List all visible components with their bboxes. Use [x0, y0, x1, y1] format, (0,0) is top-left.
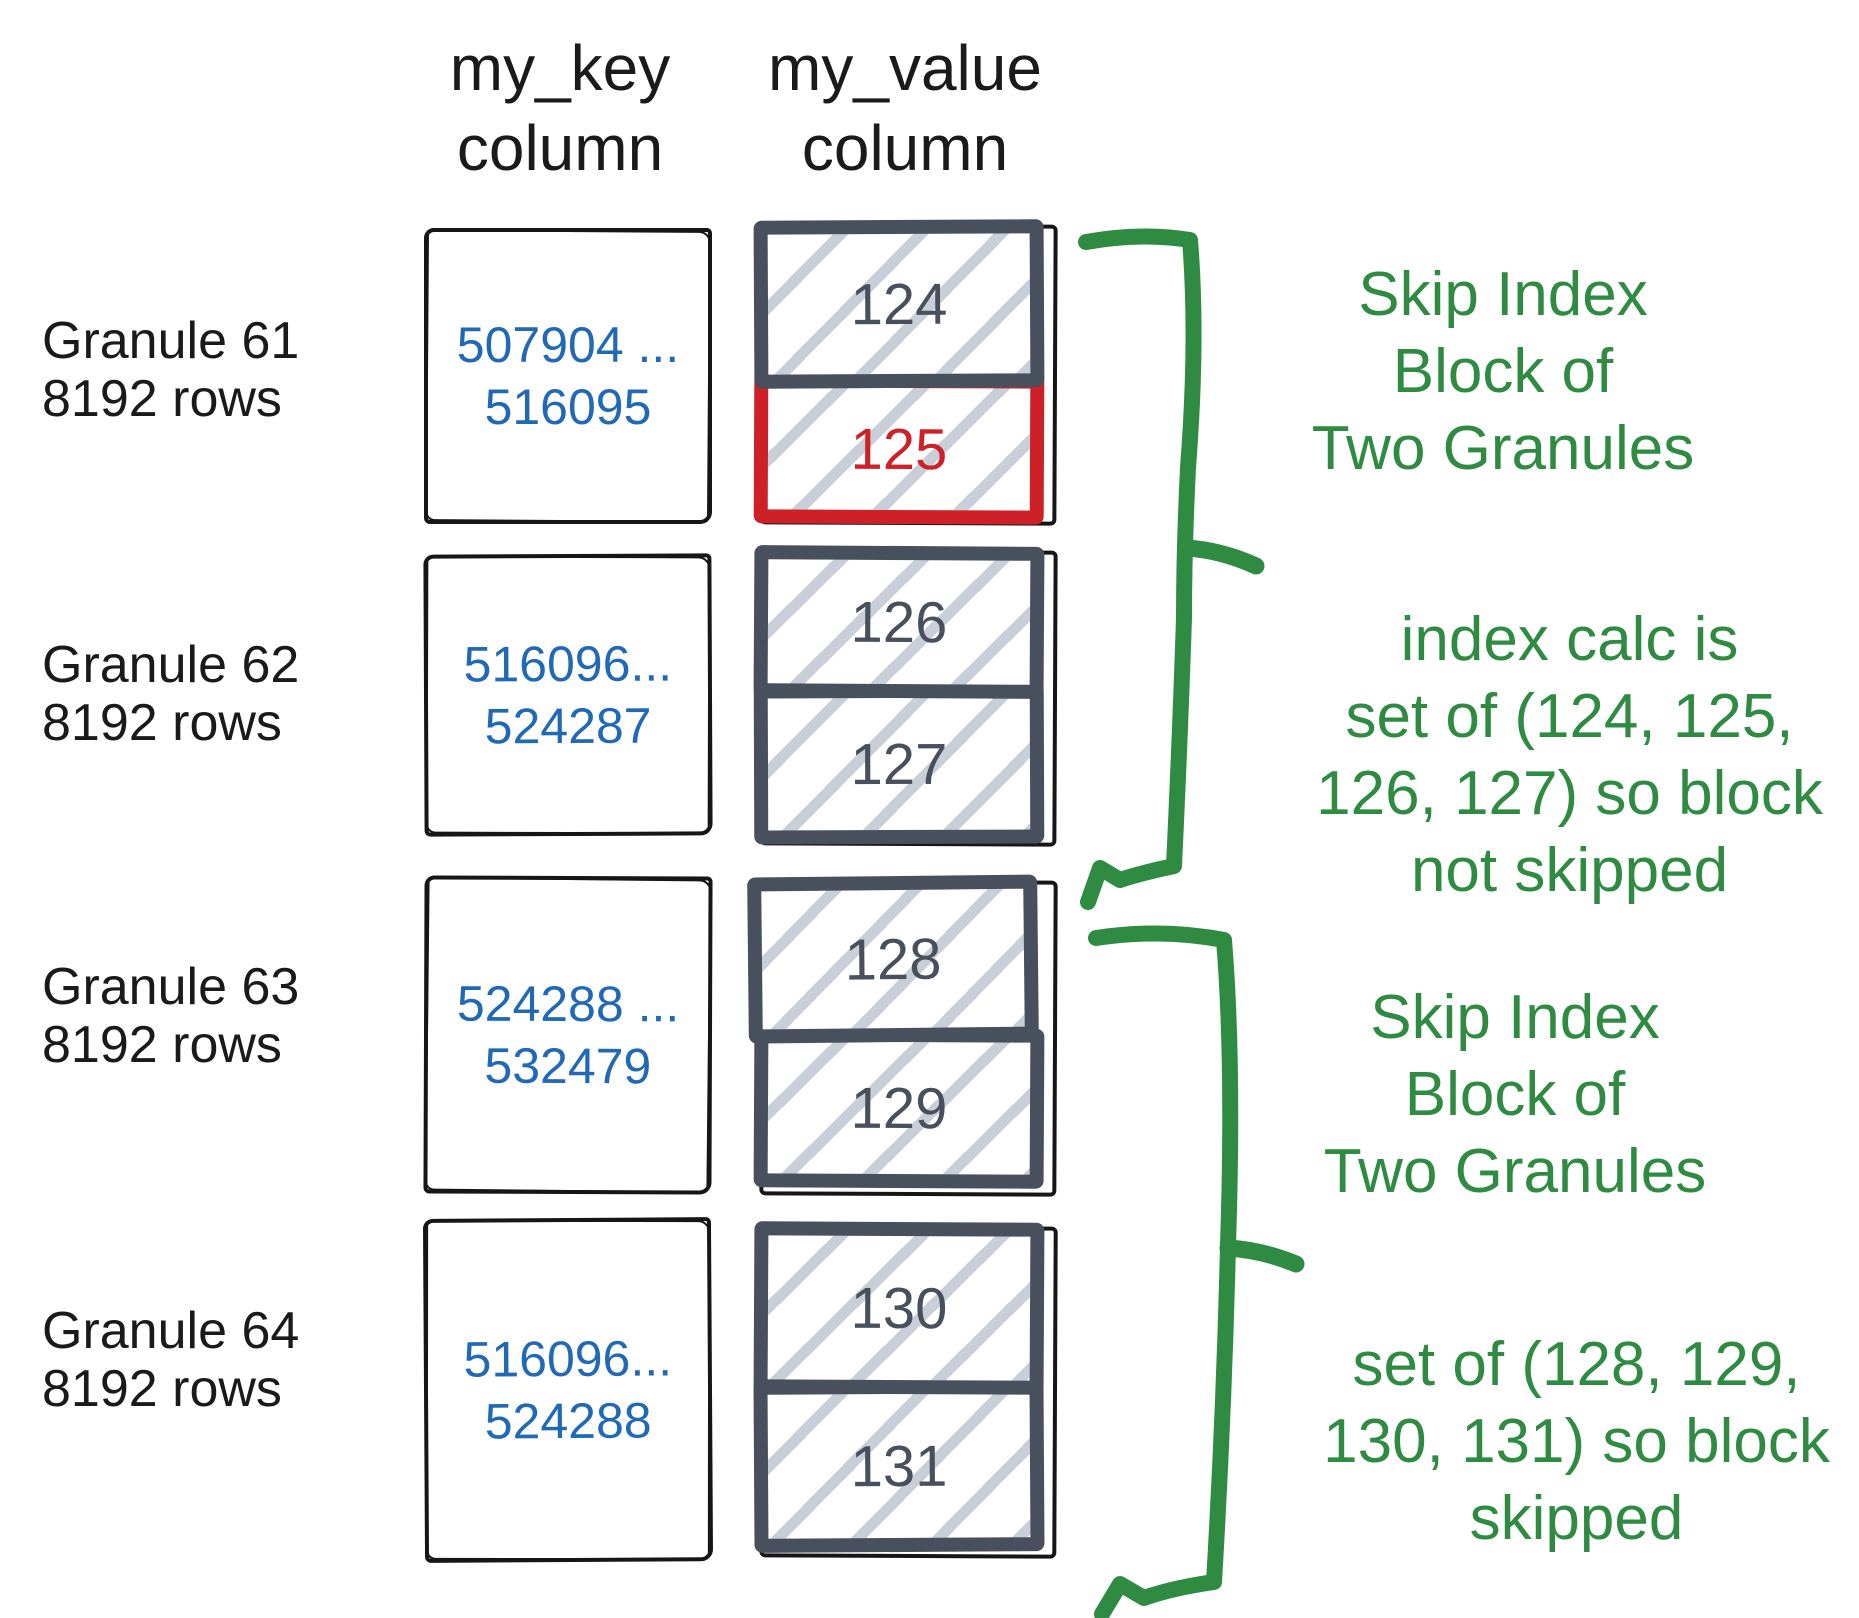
- granule-61-rowcount: 8192 rows: [42, 370, 282, 428]
- value-block-131: 131: [753, 1379, 1045, 1553]
- granule-63-value-cell: 128 129: [747, 874, 1058, 1197]
- annotation-line: index calc is: [1400, 605, 1739, 674]
- granule-63-label: Granule 63 8192 rows: [42, 958, 362, 1074]
- value-block-129-label: 129: [850, 1075, 948, 1141]
- annotation-line: Block of: [1404, 1060, 1626, 1129]
- annotation-line: Skip Index: [1358, 260, 1648, 329]
- annotation-line: set of (128, 129,: [1352, 1330, 1801, 1399]
- value-block-127: 127: [753, 683, 1045, 845]
- annotation-skip-index-block-1: Skip Index Block of Two Granules: [1225, 256, 1781, 487]
- value-block-124: 124: [753, 219, 1045, 389]
- granule-64-name: Granule 64: [42, 1302, 300, 1360]
- granule-61-key-min: 507904 ...: [456, 317, 680, 373]
- granule-61-name: Granule 61: [42, 312, 300, 370]
- granule-63-key-min: 524288 ...: [456, 975, 680, 1033]
- value-block-126-label: 126: [850, 589, 948, 655]
- granule-61-value-cell: 124 125: [753, 219, 1058, 526]
- granule-62-rowcount: 8192 rows: [42, 694, 282, 752]
- granule-63-key-range: 524288 ... 532479: [457, 973, 680, 1098]
- annotation-line: Two Granules: [1311, 414, 1695, 483]
- value-block-127-label: 127: [850, 731, 948, 797]
- granule-63-key-box: 524288 ... 532479: [423, 875, 713, 1195]
- annotation-line: Skip Index: [1370, 983, 1660, 1052]
- value-column-header: my_value column: [712, 28, 1098, 188]
- granule-62-label: Granule 62 8192 rows: [42, 636, 362, 752]
- granule-64-key-min: 516096...: [463, 1330, 673, 1388]
- value-column-header-line2: column: [801, 112, 1009, 184]
- annotation-line: Two Granules: [1323, 1137, 1707, 1206]
- annotation-skip-index-block-2: Skip Index Block of Two Granules: [1237, 979, 1793, 1210]
- annotation-index-calc-skipped: set of (128, 129, 130, 131) so block ski…: [1294, 1326, 1859, 1557]
- value-block-131-label: 131: [850, 1433, 948, 1499]
- value-block-130-label: 130: [850, 1275, 948, 1341]
- value-block-124-label: 124: [850, 271, 948, 337]
- granule-62-key-min: 516096...: [463, 635, 673, 693]
- granule-61-key-box: 507904 ... 516095: [424, 228, 712, 524]
- granule-63-key-max: 532479: [484, 1037, 652, 1095]
- value-block-125-highlighted: 125: [753, 373, 1045, 525]
- granule-62-key-box: 516096... 524287: [423, 553, 713, 837]
- annotation-line: 130, 131) so block: [1323, 1407, 1830, 1476]
- granule-61-key-range: 507904 ... 516095: [457, 314, 679, 438]
- granule-63-name: Granule 63: [42, 958, 300, 1016]
- granule-64-rowcount: 8192 rows: [42, 1360, 282, 1418]
- annotation-line: set of (124, 125,: [1345, 682, 1794, 751]
- key-column-header-line2: column: [456, 112, 664, 184]
- granule-62-value-cell: 126 127: [753, 545, 1058, 847]
- annotation-line: Block of: [1392, 337, 1614, 406]
- granule-64-label: Granule 64 8192 rows: [42, 1302, 362, 1418]
- granule-62-name: Granule 62: [42, 636, 300, 694]
- annotation-line: 126, 127) so block: [1316, 759, 1823, 828]
- annotation-line: not skipped: [1410, 836, 1729, 905]
- annotation-line: skipped: [1469, 1484, 1684, 1553]
- value-block-130: 130: [753, 1221, 1045, 1395]
- value-block-128: 128: [747, 874, 1039, 1044]
- annotation-index-calc-not-skipped: index calc is set of (124, 125, 126, 127…: [1280, 601, 1859, 909]
- value-block-129: 129: [753, 1027, 1045, 1189]
- value-column-header-line1: my_value: [768, 32, 1042, 104]
- key-column-header: my_key column: [370, 28, 750, 188]
- key-column-header-line1: my_key: [449, 32, 671, 104]
- granule-63-rowcount: 8192 rows: [42, 1016, 282, 1074]
- granule-61-key-max: 516095: [484, 379, 652, 435]
- granule-64-value-cell: 130 131: [753, 1221, 1058, 1559]
- granule-62-key-max: 524287: [484, 697, 652, 755]
- granule-64-key-box: 516096... 524288: [422, 1217, 714, 1563]
- granule-64-key-range: 516096... 524288: [463, 1327, 672, 1452]
- granule-64-key-max: 524288: [484, 1392, 652, 1450]
- granule-62-key-range: 516096... 524287: [463, 633, 672, 758]
- value-block-128-label: 128: [844, 926, 942, 993]
- granule-61-label: Granule 61 8192 rows: [42, 312, 362, 428]
- value-block-126: 126: [753, 545, 1045, 699]
- value-block-125-label: 125: [850, 416, 948, 482]
